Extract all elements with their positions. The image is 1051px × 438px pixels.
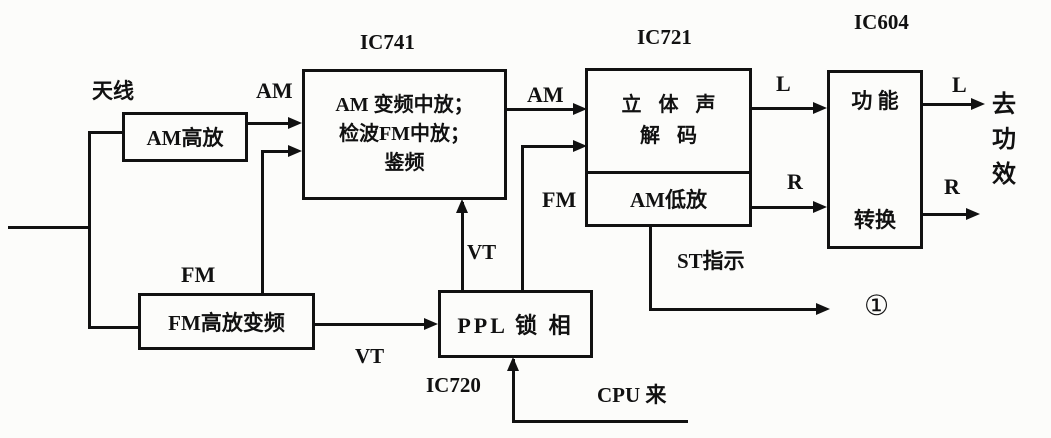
block-am-rf-amp-label: AM高放 <box>146 126 224 150</box>
label-circle-one: ① <box>864 291 890 322</box>
wire-ic721-to-ic604-r <box>750 206 817 209</box>
arrow-into-ic604-r-icon <box>813 201 827 213</box>
ic741-text-line1: AM 变频中放； <box>335 94 474 116</box>
label-am-mid: AM <box>527 82 564 107</box>
wire-pll-to-ic721-v <box>521 145 524 290</box>
label-to-power-amp: 去 功 效 <box>992 88 1016 192</box>
wire-am-rf-to-ic741 <box>248 122 292 125</box>
wire-st-indicator-v <box>649 227 652 311</box>
wire-pll-vt-to-ic741-v <box>461 202 464 290</box>
arrow-into-pll-icon <box>424 318 438 330</box>
wire-antenna-to-fm-tuner <box>88 326 140 329</box>
label-vt-upper: VT <box>467 240 497 264</box>
label-antenna: 天线 <box>92 79 134 103</box>
label-to-power-amp-char3: 效 <box>992 161 1016 188</box>
block-fm-tuner-label: FM高放变频 <box>168 310 285 335</box>
label-l-out: L <box>952 72 967 97</box>
label-r-out: R <box>944 174 960 199</box>
block-pll: PPL 锁 相 <box>438 290 593 358</box>
arrow-cpu-into-pll-icon <box>507 357 519 371</box>
wire-antenna-split-v <box>88 131 91 329</box>
chip-label-ic721: IC721 <box>637 25 692 49</box>
arrow-into-ic721-am-icon <box>573 103 587 115</box>
wire-ic741-to-ic721-am <box>507 108 577 111</box>
am-af-amp-label: AM低放 <box>630 188 707 212</box>
arrow-into-ic741-am-icon <box>288 117 302 129</box>
block-fm-tuner: FM高放变频 <box>138 293 315 350</box>
label-vt-lower: VT <box>355 344 385 368</box>
arrow-into-ic604-l-icon <box>813 102 827 114</box>
wire-fm-tuner-to-pll <box>315 323 426 326</box>
wire-fm-tuner-to-ic741-h <box>261 150 293 153</box>
chip-label-ic604: IC604 <box>854 10 909 34</box>
arrow-r-output-icon <box>966 208 980 220</box>
wire-ic721-to-ic604-l <box>750 107 817 110</box>
ic604-function-label: 功 能 <box>851 89 899 113</box>
label-cpu-from: CPU 来 <box>597 383 667 407</box>
stereo-decoder-line2: 解 码 <box>640 125 703 147</box>
wire-st-indicator-h <box>649 308 818 311</box>
label-am-top: AM <box>256 78 293 103</box>
block-ic604: 功 能 转换 <box>827 70 923 249</box>
chip-label-ic741: IC741 <box>360 30 415 54</box>
label-fm-left: FM <box>181 262 216 287</box>
block-ic721: 立 体 声 解 码 AM低放 <box>585 68 752 227</box>
ic741-text-line3: 鉴频 <box>384 152 425 174</box>
wire-r-output <box>923 213 968 216</box>
label-r-mid: R <box>787 169 803 194</box>
block-am-af-amp: AM低放 <box>588 174 749 224</box>
block-stereo-decoder: 立 体 声 解 码 <box>588 71 749 174</box>
label-to-power-amp-char2: 功 <box>992 126 1016 153</box>
arrow-l-output-icon <box>971 98 985 110</box>
wire-cpu-v <box>512 359 515 423</box>
wire-fm-tuner-to-ic741-v <box>261 150 264 295</box>
label-fm-mid: FM <box>542 187 577 212</box>
chip-label-ic720: IC720 <box>426 373 481 397</box>
arrow-st-indicator-icon <box>816 303 830 315</box>
block-am-rf-amp: AM高放 <box>122 112 248 162</box>
arrow-into-ic721-fm-icon <box>573 140 587 152</box>
block-pll-label: PPL 锁 相 <box>457 313 574 338</box>
arrow-into-ic741-fm-icon <box>288 145 302 157</box>
stereo-decoder-line1: 立 体 声 <box>621 94 722 116</box>
wire-antenna-input <box>8 226 90 229</box>
label-to-power-amp-char1: 去 <box>992 92 1016 118</box>
block-ic741: AM 变频中放； 检波FM中放； 鉴频 <box>302 69 507 200</box>
wire-cpu-h <box>512 420 688 423</box>
wire-l-output <box>923 103 973 106</box>
arrow-vt-into-ic741-icon <box>456 199 468 213</box>
wire-pll-to-ic721-h <box>521 145 577 148</box>
wire-antenna-to-am-rf <box>88 131 124 134</box>
ic604-switch-label: 转换 <box>854 208 896 232</box>
label-l-mid: L <box>776 71 791 96</box>
label-st-indicator: ST指示 <box>677 249 745 273</box>
ic741-text-line2: 检波FM中放； <box>338 123 471 145</box>
